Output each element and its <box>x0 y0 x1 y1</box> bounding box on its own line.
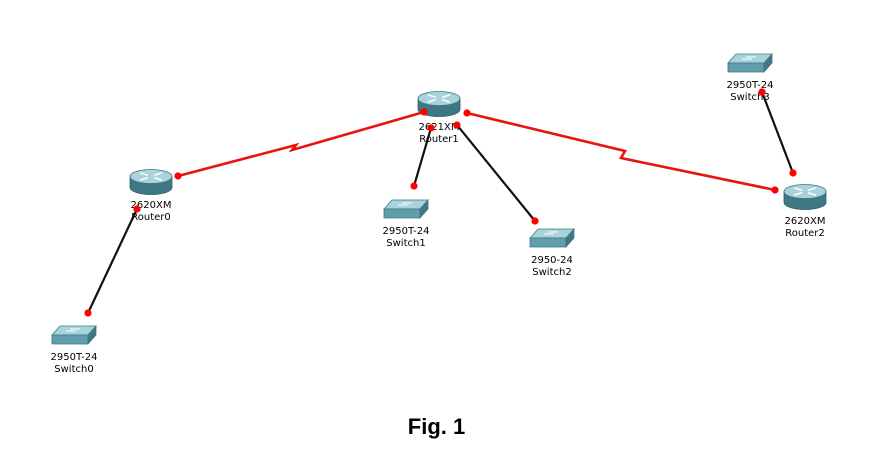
port-status-dot <box>789 169 797 177</box>
ethernet-link-router1-switch2[interactable] <box>456 124 536 222</box>
port-status-dot <box>771 186 779 194</box>
device-model-label: 2620XM <box>785 216 826 227</box>
port-status-dot <box>84 309 92 317</box>
device-model-label: 2621XM <box>419 122 460 133</box>
device-name-label: Switch0 <box>54 364 93 375</box>
port-status-dot <box>758 88 766 96</box>
serial-link-router1-router2[interactable] <box>466 111 776 192</box>
port-status-dot <box>531 217 539 225</box>
switch-icon <box>529 227 575 249</box>
ethernet-link-router1-switch1[interactable] <box>412 127 433 187</box>
port-status-dot <box>174 172 182 180</box>
router-icon <box>417 91 461 117</box>
device-name-label: Switch1 <box>386 238 425 249</box>
ethernet-link-router2-switch3[interactable] <box>760 91 795 174</box>
device-model-label: 2620XM <box>131 200 172 211</box>
port-status-dot <box>427 124 435 132</box>
switch-icon <box>51 324 97 346</box>
router-icon <box>783 184 827 210</box>
links-layer <box>87 91 795 314</box>
port-status-dot <box>420 108 428 116</box>
port-status-dot <box>453 121 461 129</box>
device-name-label: Switch3 <box>730 92 769 103</box>
device-name-label: Router1 <box>419 134 459 145</box>
device-name-label: Switch2 <box>532 267 571 278</box>
serial-link-router0-router1[interactable] <box>177 110 425 178</box>
device-name-label: Router0 <box>131 212 171 223</box>
ethernet-link-router0-switch0[interactable] <box>87 208 138 314</box>
device-model-label: 2950T-24 <box>383 226 430 237</box>
port-status-dot <box>463 109 471 117</box>
ports-layer <box>84 88 797 317</box>
port-status-dot <box>410 182 418 190</box>
figure-caption: Fig. 1 <box>407 414 466 439</box>
port-status-dot <box>133 205 141 213</box>
devices-layer: 2620XMRouter02621XMRouter12620XMRouter22… <box>51 52 827 375</box>
switch-icon <box>727 52 773 74</box>
router-icon <box>129 169 173 195</box>
device-name-label: Router2 <box>785 228 825 239</box>
switch-icon <box>383 198 429 220</box>
device-model-label: 2950T-24 <box>51 352 98 363</box>
device-model-label: 2950T-24 <box>727 80 774 91</box>
device-model-label: 2950-24 <box>531 255 573 266</box>
